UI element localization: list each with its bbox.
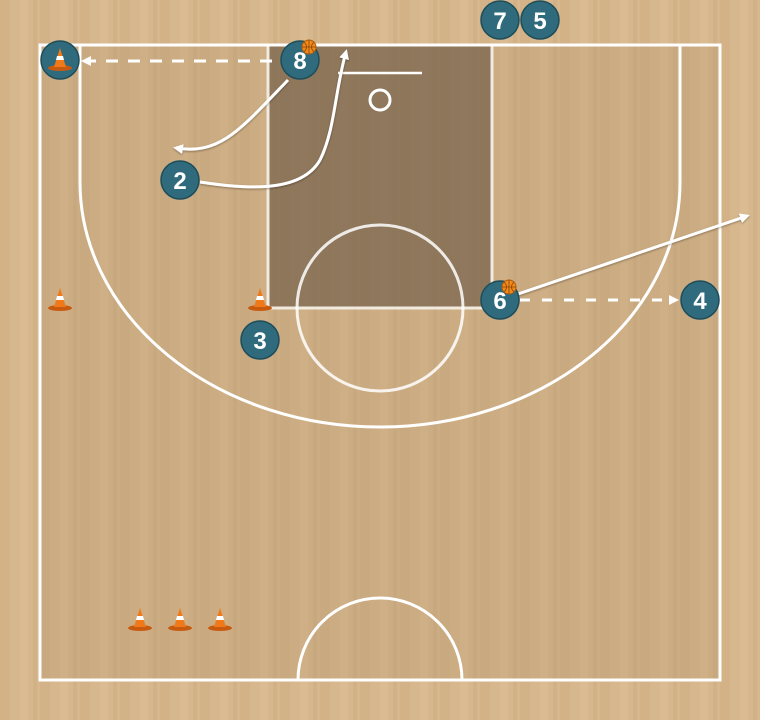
player-7[interactable]: 7 (480, 0, 520, 40)
player-8[interactable]: 8 (280, 39, 320, 80)
player-label: 5 (533, 8, 546, 35)
basketball-icon (501, 279, 517, 295)
cones (48, 288, 272, 631)
player-5[interactable]: 5 (520, 0, 560, 40)
cone-icon (48, 288, 72, 311)
cone-icon (208, 608, 232, 631)
cone-icon (128, 608, 152, 631)
cut-arrow-8 (173, 78, 290, 155)
corner-player-circle[interactable] (40, 40, 80, 80)
player-label: 3 (253, 328, 266, 355)
player-label: 2 (173, 168, 186, 195)
player-label: 8 (293, 48, 306, 75)
player-label: 7 (493, 8, 506, 35)
cone-icon (248, 288, 272, 311)
cut-arrow-2 (199, 49, 349, 189)
player-4[interactable]: 4 (680, 280, 720, 320)
rim (368, 88, 392, 112)
center-circle (296, 596, 464, 681)
players: 8 2 7 5 6 4 (40, 0, 720, 360)
basketball-icon (301, 39, 317, 55)
player-2[interactable]: 2 (160, 160, 200, 200)
three-point-line (78, 45, 682, 429)
movement-paths (81, 40, 750, 305)
cone-icon (48, 48, 72, 71)
player-label: 6 (493, 288, 506, 315)
drive-arrow-6 (517, 213, 750, 296)
player-6[interactable]: 6 (480, 279, 520, 320)
player-label: 4 (693, 288, 707, 315)
free-throw-circle (295, 223, 465, 393)
player-3[interactable]: 3 (240, 320, 280, 360)
cone-icon (168, 608, 192, 631)
